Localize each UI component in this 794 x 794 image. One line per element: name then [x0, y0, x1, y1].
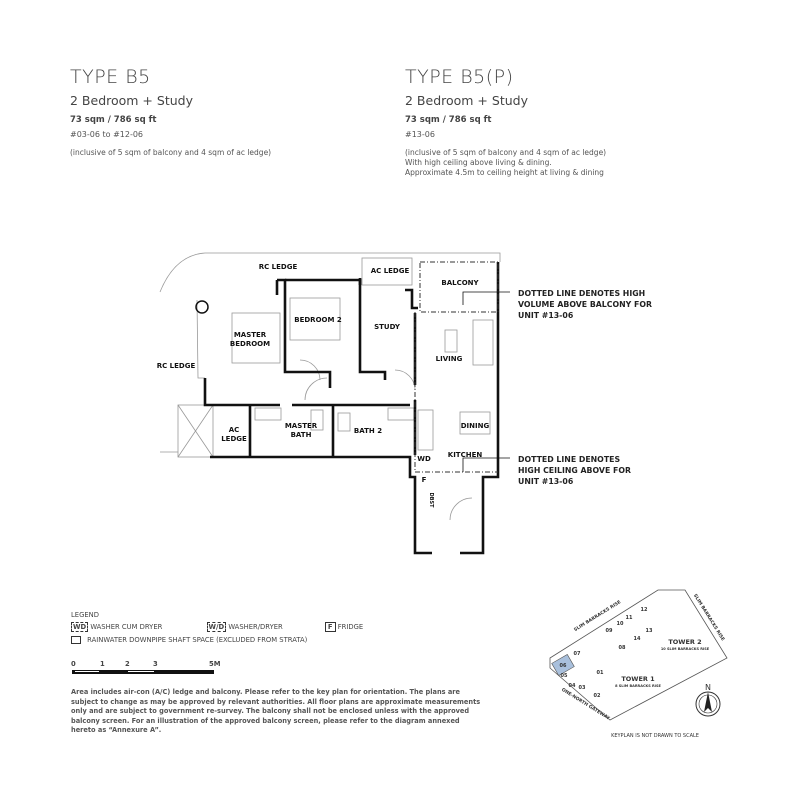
label-bedroom2: BEDROOM 2 [294, 316, 342, 324]
wdd-icon: W/D [206, 622, 227, 632]
subtitle-right: 2 Bedroom + Study [405, 93, 528, 108]
callout-balcony: DOTTED LINE DENOTES HIGH VOLUME ABOVE BA… [518, 288, 652, 321]
label-study: STUDY [374, 323, 401, 331]
tower1-address: 8 SLIM BARRACKS RISE [615, 684, 661, 688]
unit-10: 10 [617, 621, 624, 627]
callout-line: UNIT #13-06 [518, 311, 574, 320]
label-balcony: BALCONY [441, 279, 479, 287]
unit-13: 13 [646, 628, 653, 634]
legend-title: LEGEND [71, 611, 99, 619]
label-rc-ledge-left: RC LEDGE [157, 362, 196, 370]
scale-tick: 0 [71, 660, 76, 668]
scale-bar-fill [72, 670, 214, 674]
disclaimer: Area includes air-con (A/C) ledge and ba… [71, 688, 481, 734]
fridge-icon: F [324, 622, 336, 632]
type-title-right: TYPE B5(P) [405, 66, 514, 88]
bedroom2-wall [277, 278, 332, 388]
legend-fridge-label: FRIDGE [337, 623, 364, 631]
road-label-bottom: ONE-NORTH GATEWAY [560, 687, 611, 722]
unit-07: 07 [574, 651, 581, 657]
legend-wdd-label: WASHER/DRYER [228, 623, 283, 631]
callout-line: VOLUME ABOVE BALCONY FOR [518, 300, 652, 309]
units-left: #03-06 to #12-06 [70, 130, 144, 139]
label-kitchen: KITCHEN [448, 451, 483, 459]
area-left: 73 sqm / 786 sq ft [70, 115, 157, 125]
unit-04: 04 [569, 683, 576, 689]
unit-02: 02 [594, 693, 601, 699]
label-master-bedroom-2: BEDROOM [230, 340, 270, 348]
unit-03: 03 [579, 685, 586, 691]
note-right: (inclusive of 5 sqm of balcony and 4 sqm… [405, 148, 607, 157]
label-living: LIVING [436, 355, 463, 363]
label-rc-ledge-top: RC LEDGE [259, 263, 298, 271]
rainwater-shaft-icon [195, 300, 209, 314]
label-ac-ledge-2: LEDGE [221, 435, 247, 443]
label-master-bedroom: MASTER [234, 331, 267, 339]
scale-tick: 3 [153, 660, 158, 668]
unit-08: 08 [619, 645, 626, 651]
legend-row-2: RAINWATER DOWNPIPE SHAFT SPACE (EXCLUDED… [71, 636, 307, 644]
highlight-unit-06 [551, 654, 575, 676]
legend-shaft-label: RAINWATER DOWNPIPE SHAFT SPACE (EXCLUDED… [87, 636, 308, 644]
note-left: (inclusive of 5 sqm of balcony and 4 sqm… [70, 148, 272, 157]
callout-line: DOTTED LINE DENOTES [518, 455, 621, 464]
unit-11: 11 [626, 615, 633, 621]
tower2-label: TOWER 2 [668, 638, 701, 646]
compass-icon [695, 691, 721, 717]
unit-09: 09 [606, 628, 613, 634]
ac-ledge-top-outline [361, 257, 413, 286]
subtitle-left: 2 Bedroom + Study [70, 93, 193, 108]
type-title-left: TYPE B5 [70, 66, 151, 88]
label-bath2: BATH 2 [354, 427, 382, 435]
note-right-3: Approximate 4.5m to ceiling height at li… [405, 168, 604, 177]
scale-gap [75, 671, 99, 672]
rc-ledge-outline [159, 252, 501, 293]
label-master-bath: MASTER [285, 422, 318, 430]
legend-row-1: WD WASHER CUM DRYER W/D WASHER/DRYER F F… [71, 622, 364, 632]
balcony-dotted-line [419, 261, 499, 313]
wd-icon: WD [71, 622, 89, 632]
legend-wd-label: WASHER CUM DRYER [90, 623, 163, 631]
ceiling-dotted-line [414, 312, 498, 473]
north-label: N [705, 683, 711, 692]
scale-tick: 5M [209, 660, 221, 668]
keyplan-caption: KEYPLAN IS NOT DRAWN TO SCALE [611, 733, 699, 739]
unit-14: 14 [634, 636, 641, 642]
note-right-2: With high ceiling above living & dining. [405, 158, 552, 167]
tower2-address: 10 SLIM BARRACKS RISE [661, 647, 710, 651]
units-right: #13-06 [405, 130, 435, 139]
unit-12: 12 [641, 607, 648, 613]
keyplan: 06 05 04 03 02 01 07 08 09 10 11 12 13 1… [549, 589, 728, 739]
unit-01: 01 [597, 670, 604, 676]
callout-ceiling: DOTTED LINE DENOTES HIGH CEILING ABOVE F… [518, 454, 631, 487]
shaft-icon [71, 636, 81, 644]
unit-06: 06 [560, 663, 567, 669]
callout-line: DOTTED LINE DENOTES HIGH [518, 289, 646, 298]
callout-line: UNIT #13-06 [518, 477, 574, 486]
site-boundary [549, 589, 728, 721]
label-dbst: DBST [428, 493, 434, 509]
label-wd: WD [417, 455, 431, 463]
scale-tick: 1 [100, 660, 105, 668]
scale-tick: 2 [125, 660, 130, 668]
area-right: 73 sqm / 786 sq ft [405, 115, 492, 125]
scale-gap [128, 671, 154, 672]
label-ac-ledge-top: AC LEDGE [371, 267, 410, 275]
label-dining: DINING [461, 422, 490, 430]
label-fridge: F [422, 476, 427, 484]
callout-line: HIGH CEILING ABOVE FOR [518, 466, 631, 475]
unit-05: 05 [561, 673, 568, 679]
scale-bar: 0 1 2 3 5M [71, 660, 221, 680]
road-label-right: SLIM BARRACKS RISE [692, 593, 726, 642]
label-master-bath-2: BATH [291, 431, 312, 439]
label-ac-ledge: AC [229, 426, 240, 434]
tower1-label: TOWER 1 [621, 675, 655, 683]
